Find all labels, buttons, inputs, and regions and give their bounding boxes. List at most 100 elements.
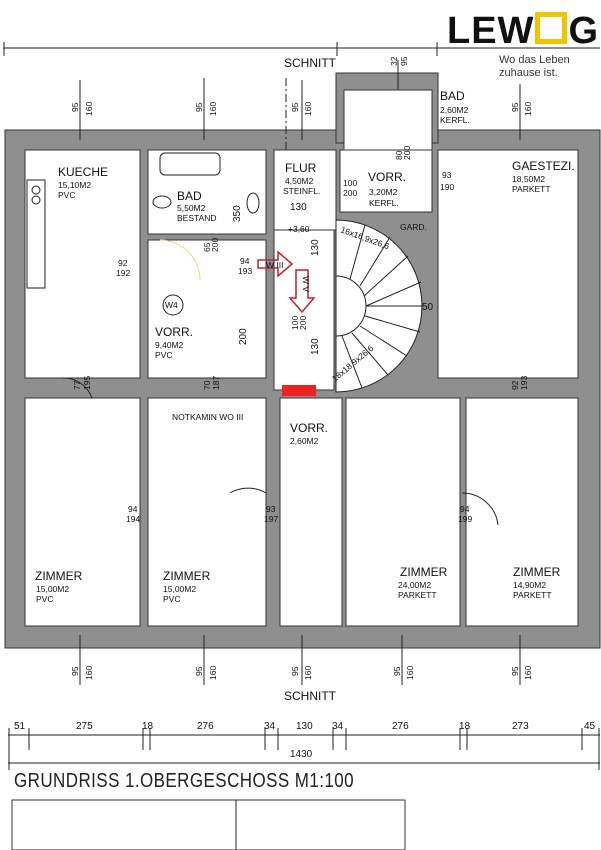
gard-label: GARD.: [400, 222, 427, 232]
svg-text:2,60M2: 2,60M2: [290, 436, 319, 446]
svg-text:18: 18: [142, 721, 154, 732]
room-vorr-small: [339, 149, 433, 213]
svg-text:160: 160: [84, 102, 94, 116]
svg-text:200: 200: [402, 146, 412, 160]
svg-text:95: 95: [70, 666, 80, 676]
room-label-zimmer-3: ZIMMER 24,00M2 PARKETT: [398, 565, 448, 600]
svg-text:ZIMMER: ZIMMER: [163, 569, 211, 583]
svg-text:276: 276: [392, 721, 409, 732]
svg-text:197: 197: [264, 514, 278, 524]
logo-tagline-1: Wo das Leben: [499, 54, 570, 66]
svg-text:199: 199: [458, 514, 472, 524]
svg-text:93: 93: [442, 170, 452, 180]
svg-text:95: 95: [392, 666, 402, 676]
plan-title: GRUNDRISS 1.OBERGESCHOSS M1:100: [14, 770, 355, 792]
svg-text:92: 92: [118, 258, 128, 268]
svg-text:70: 70: [202, 380, 212, 390]
svg-text:95: 95: [399, 56, 409, 66]
svg-text:PVC: PVC: [155, 350, 172, 360]
svg-text:95: 95: [70, 102, 80, 112]
svg-text:GAESTEZI.: GAESTEZI.: [512, 159, 575, 173]
room-gaestezimmer: [437, 149, 579, 379]
bathtub-icon: [159, 152, 221, 176]
room-label-gaestezimmer: GAESTEZI. 18,50M2 PARKETT: [512, 159, 575, 194]
svg-text:15,00M2: 15,00M2: [36, 584, 69, 594]
room-bad-small: [343, 89, 433, 151]
logo-tagline-2: zuhause ist.: [499, 67, 558, 79]
svg-text:STEINFL.: STEINFL.: [283, 186, 320, 196]
svg-text:95: 95: [194, 102, 204, 112]
svg-text:80: 80: [394, 150, 404, 160]
svg-text:BAD: BAD: [177, 189, 202, 203]
dimension-chain-labels: 51 275 18 276 34 130 34 276 18 273 45 14…: [14, 721, 596, 760]
svg-text:PVC: PVC: [163, 594, 180, 604]
svg-text:KERFL.: KERFL.: [369, 198, 399, 208]
svg-text:KUECHE: KUECHE: [58, 165, 108, 179]
dim-50: 50: [422, 302, 434, 313]
svg-text:65: 65: [202, 242, 212, 252]
svg-text:VORR.: VORR.: [368, 170, 406, 184]
room-bad: [147, 149, 267, 235]
dim-130-bottom: 130: [310, 338, 321, 355]
section-label-bottom: SCHNITT: [284, 689, 337, 703]
room-vorr-w4: [147, 239, 267, 379]
dim-350: 350: [232, 205, 243, 222]
svg-text:193: 193: [238, 266, 252, 276]
dim-130-top: 130: [310, 239, 321, 256]
svg-text:VORR.: VORR.: [155, 325, 193, 339]
svg-text:BESTAND: BESTAND: [177, 213, 217, 223]
svg-text:130: 130: [296, 721, 313, 732]
svg-text:95: 95: [290, 666, 300, 676]
svg-text:192: 192: [116, 268, 130, 278]
svg-text:FLUR: FLUR: [285, 161, 317, 175]
room-kueche: [24, 149, 141, 379]
dimension-ticks: [8, 728, 600, 770]
svg-text:PARKETT: PARKETT: [512, 184, 551, 194]
svg-text:194: 194: [126, 514, 140, 524]
svg-text:160: 160: [208, 102, 218, 116]
svg-text:51: 51: [14, 721, 26, 732]
room-label-bad: BAD 5,50M2 BESTAND: [177, 189, 217, 223]
stair-core: [335, 275, 367, 337]
svg-text:100: 100: [290, 316, 300, 330]
svg-text:92: 92: [510, 380, 520, 390]
svg-text:193: 193: [519, 376, 529, 390]
svg-text:32: 32: [389, 56, 399, 66]
svg-text:95: 95: [510, 666, 520, 676]
svg-text:PARKETT: PARKETT: [513, 590, 552, 600]
room-label-vorr-w4: W4 VORR. 9,40M2 PVC: [155, 294, 193, 360]
escape-w5-label: W V: [301, 276, 311, 292]
room-vorr-corridor: [279, 397, 343, 627]
legend-table: [11, 799, 406, 850]
svg-text:94: 94: [460, 504, 470, 514]
svg-text:W4: W4: [165, 300, 178, 310]
svg-text:276: 276: [197, 721, 214, 732]
red-door-marker: [282, 385, 316, 396]
svg-text:93: 93: [266, 504, 276, 514]
svg-text:94: 94: [240, 256, 250, 266]
svg-text:160: 160: [523, 102, 533, 116]
svg-text:273: 273: [512, 721, 529, 732]
svg-text:130: 130: [290, 202, 307, 213]
door-swing: [61, 377, 93, 399]
svg-text:45: 45: [584, 721, 596, 732]
sink-icon: [246, 192, 260, 214]
svg-text:34: 34: [332, 721, 344, 732]
door-swing: [159, 239, 201, 281]
dim-200: 200: [238, 328, 249, 345]
svg-text:18: 18: [459, 721, 471, 732]
svg-text:100: 100: [343, 178, 357, 188]
svg-text:PVC: PVC: [58, 190, 75, 200]
svg-text:ZIMMER: ZIMMER: [513, 565, 561, 579]
door-swing: [461, 492, 499, 526]
svg-text:24,00M2: 24,00M2: [398, 580, 431, 590]
svg-text:ZIMMER: ZIMMER: [400, 565, 448, 579]
svg-text:BAD: BAD: [440, 89, 465, 103]
svg-text:200: 200: [298, 316, 308, 330]
unit-badge: [162, 294, 184, 316]
